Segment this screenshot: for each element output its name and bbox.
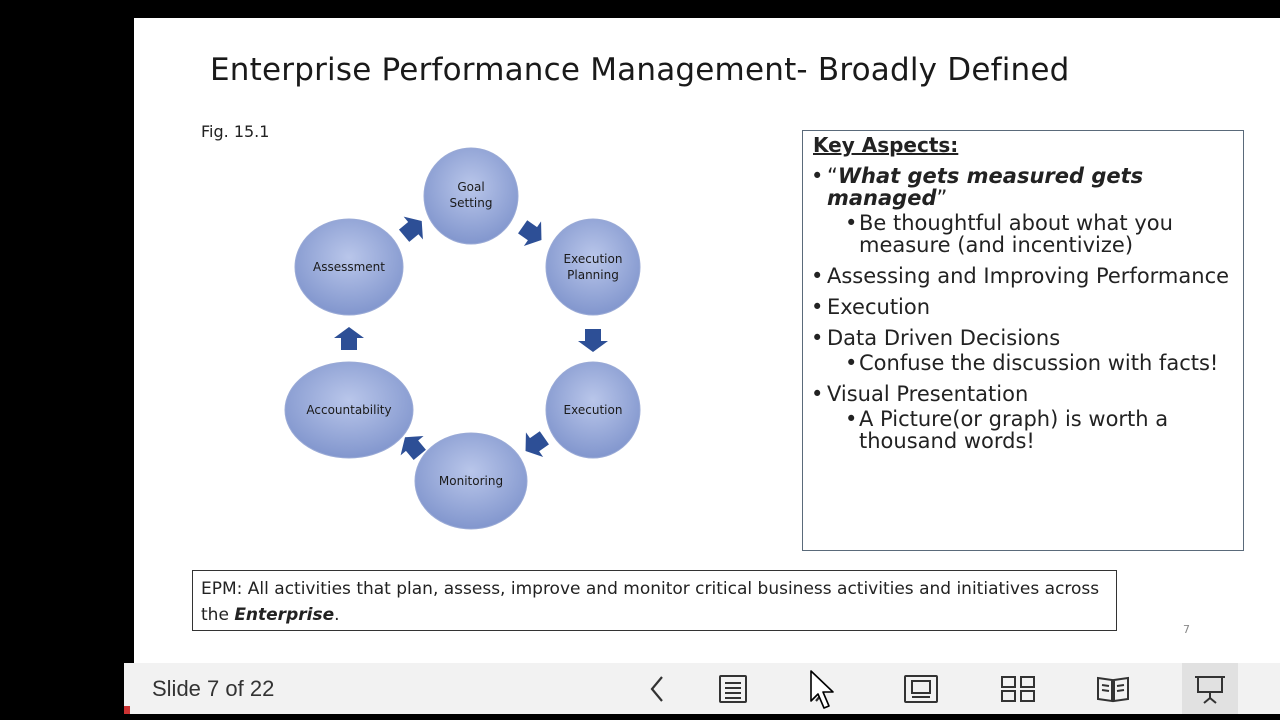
monitoring-label: Monitoring (439, 474, 503, 488)
slide-title: Enterprise Performance Management- Broad… (210, 52, 1070, 88)
key-aspect-data-driven: Data Driven Decisions (811, 327, 1233, 349)
slide-canvas: Enterprise Performance Management- Broad… (134, 18, 1280, 663)
key-aspect-confuse: Confuse the discussion with facts! (813, 352, 1233, 374)
presentation-toolbar: Slide 7 of 22 (124, 663, 1280, 714)
accountability-node: Accountability (284, 361, 414, 459)
presentation-icon (1195, 675, 1225, 704)
chevron-left-icon (650, 675, 663, 702)
epm-enterprise-emphasis: Enterprise (234, 605, 335, 625)
key-aspect-execution: Execution (811, 296, 1233, 318)
key-aspect-quote: “What gets measured gets managed” (811, 164, 1233, 210)
epm-definition-box: EPM: All activities that plan, assess, i… (192, 570, 1117, 631)
mouse-cursor-icon (810, 670, 834, 709)
execution-planning-node: Execution Planning (545, 218, 641, 316)
epm-definition-text: EPM: All activities that plan, assess, i… (201, 579, 1100, 625)
arrow-assessment-to-goal (394, 209, 432, 248)
epm-cycle-diagram: Goal Setting Execution Planning Executio… (284, 147, 641, 530)
status-marker (124, 706, 130, 714)
notes-button[interactable] (705, 663, 761, 714)
key-aspects-title: Key Aspects: (813, 133, 959, 157)
next-slide-button[interactable] (792, 663, 848, 714)
notes-icon (719, 674, 747, 703)
key-aspect-thoughtful: Be thoughtful about what you measure (an… (813, 212, 1233, 256)
slide-page-number: 7 (1183, 623, 1190, 636)
quote-open: “ (827, 164, 838, 188)
assessment-node: Assessment (294, 218, 404, 316)
execution-label: Execution (564, 403, 623, 417)
goal-setting-label-2: Setting (450, 196, 493, 210)
execution-planning-label-2: Planning (567, 268, 619, 282)
previous-slide-button[interactable] (630, 663, 686, 714)
normal-view-button[interactable] (893, 663, 949, 714)
normal-view-icon (904, 674, 938, 703)
monitoring-node: Monitoring (414, 432, 528, 530)
execution-node: Execution (545, 361, 641, 459)
assessment-label: Assessment (313, 260, 385, 274)
execution-planning-label-1: Execution (564, 252, 623, 266)
arrow-execution-to-monitoring (516, 425, 553, 464)
slide-count-indicator: Slide 7 of 22 (152, 676, 275, 701)
key-aspect-visual: Visual Presentation (811, 383, 1233, 405)
figure-label: Fig. 15.1 (201, 122, 270, 141)
goal-setting-node: Goal Setting (423, 147, 519, 245)
goal-setting-label-1: Goal (457, 180, 484, 194)
accountability-label: Accountability (306, 403, 391, 417)
key-aspects-box: Key Aspects: “What gets measured gets ma… (802, 130, 1244, 551)
quote-text: What gets measured gets managed (827, 164, 1144, 210)
key-aspect-picture: A Picture(or graph) is worth a thousand … (813, 408, 1233, 452)
slide-show-button[interactable] (1182, 663, 1238, 714)
slide-sorter-button[interactable] (990, 663, 1046, 714)
quote-close: ” (936, 186, 948, 210)
reading-view-button[interactable] (1085, 663, 1141, 714)
epm-definition-suffix: . (334, 605, 340, 625)
key-aspect-assessing: Assessing and Improving Performance (811, 265, 1233, 287)
reading-view-icon (1097, 676, 1129, 702)
grid-view-icon (1001, 675, 1035, 702)
arrow-goal-to-planning (514, 214, 551, 253)
arrow-accountability-to-assessment (334, 327, 364, 350)
arrow-planning-to-execution (578, 329, 608, 352)
